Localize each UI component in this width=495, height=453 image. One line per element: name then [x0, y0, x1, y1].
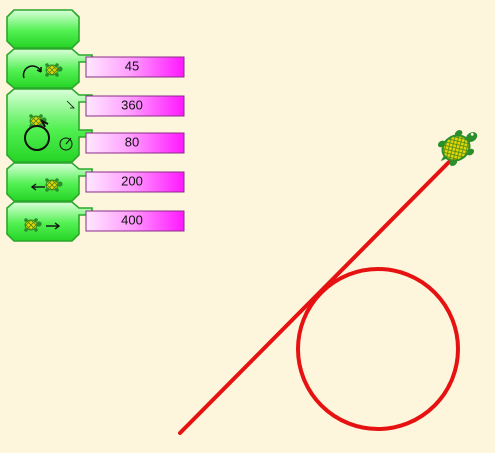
- arc-block[interactable]: 360 80: [6, 88, 185, 163]
- arc-angle-arg-box[interactable]: [85, 95, 185, 117]
- forward-arg-value[interactable]: 400: [121, 212, 143, 227]
- back-arg-value[interactable]: 200: [121, 173, 143, 188]
- turn-right-arg-box[interactable]: [85, 56, 185, 78]
- back-block[interactable]: 200: [6, 162, 185, 202]
- start-block[interactable]: [6, 9, 80, 49]
- arc-radius-arg-value[interactable]: 80: [125, 134, 139, 149]
- forward-arrow-icon: [46, 222, 61, 230]
- turn-right-arrow-icon: [22, 65, 42, 79]
- turn-right-block[interactable]: 45: [6, 48, 185, 89]
- turn-right-arg-value[interactable]: 45: [125, 58, 139, 73]
- arc-angle-arg-value[interactable]: 360: [121, 97, 143, 112]
- arc-circle-icon: [24, 118, 50, 151]
- back-arg-box[interactable]: [85, 171, 185, 193]
- back-arrow-icon: [30, 183, 45, 191]
- turtle-sprite[interactable]: [432, 123, 485, 171]
- forward-block[interactable]: 400: [6, 201, 185, 242]
- trace-circle: [296, 267, 460, 431]
- forward-arg-box[interactable]: [85, 210, 185, 232]
- arc-radius-arg-box[interactable]: [85, 132, 185, 154]
- radius-icon: [59, 137, 73, 151]
- angle-icon: [66, 100, 75, 109]
